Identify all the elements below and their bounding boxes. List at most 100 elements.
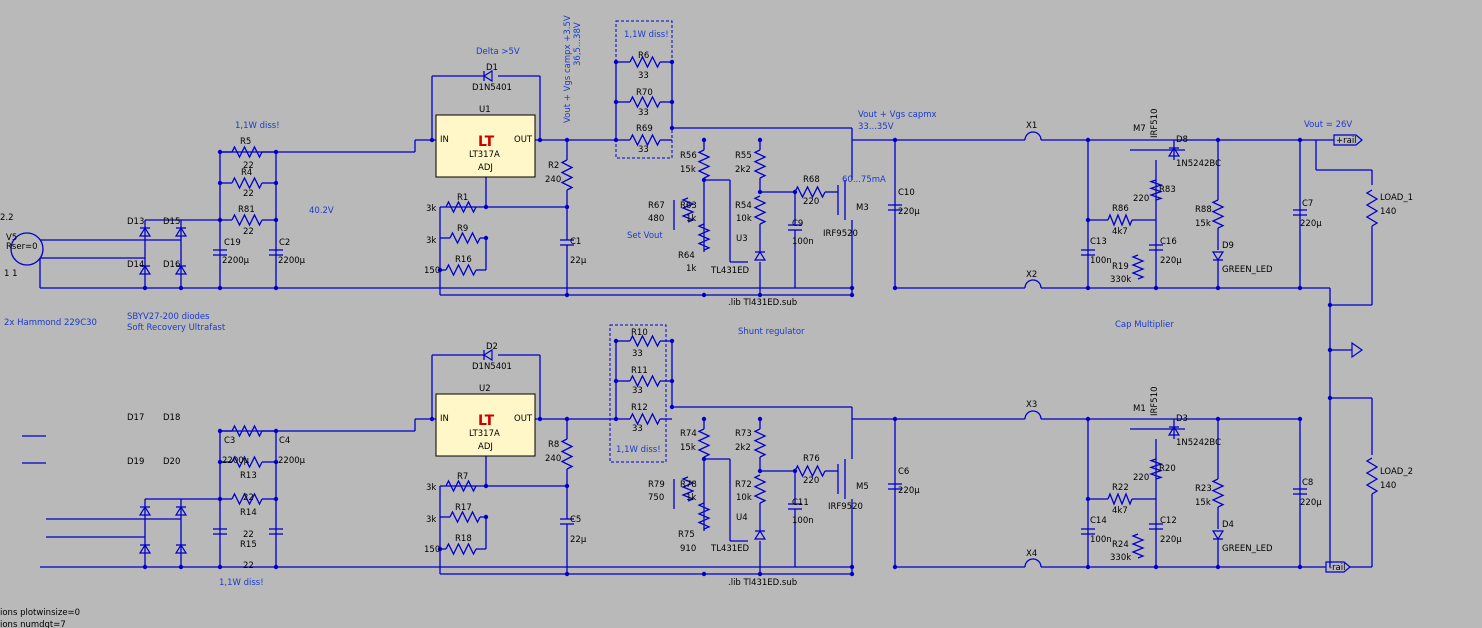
- part-value: 3k: [426, 515, 436, 525]
- part-label: R16: [455, 255, 472, 265]
- junction-dot: [178, 285, 184, 291]
- junction-dot: [1297, 137, 1303, 143]
- part-label: M3: [856, 203, 869, 213]
- part-value: 22: [243, 227, 254, 237]
- part-value: 220µ: [1300, 219, 1322, 229]
- spice-option-1: ions plotwinsize=0: [0, 608, 80, 618]
- resistor-symbol: [681, 197, 695, 223]
- wires: [22, 61, 1373, 575]
- part-label: R81: [238, 205, 255, 215]
- regulator-u1[interactable]: U1 IN OUT LT317A ADJ LT: [435, 105, 536, 178]
- resistor-symbol: [560, 438, 574, 470]
- part-label: R10: [631, 328, 648, 338]
- part-label: D19: [127, 457, 144, 467]
- junction-dot: [564, 137, 570, 143]
- part-value: 100n: [1090, 256, 1112, 266]
- part-value: 10k: [736, 214, 752, 224]
- source-ratio: 1 1: [4, 269, 18, 279]
- part-value: IRF9520: [828, 502, 863, 512]
- part-value: 100n: [1090, 535, 1112, 545]
- part-value: 330k: [1110, 275, 1131, 285]
- part-label: R64: [678, 251, 695, 261]
- resistor-symbol: [1211, 199, 1225, 229]
- junction-dot: [217, 564, 223, 570]
- resistor-symbol: [1107, 492, 1133, 506]
- junction-dot: [757, 468, 763, 474]
- part-value: TL431ED: [710, 266, 750, 276]
- part-label: R86: [1112, 204, 1129, 214]
- note-40v: 40.2V: [309, 206, 334, 216]
- junction-dot: [1215, 564, 1221, 570]
- part-value: 220: [803, 476, 819, 486]
- resistor-symbol: [1131, 533, 1145, 559]
- part-value: 22: [243, 161, 254, 171]
- part-label: C1: [570, 237, 581, 247]
- resistor-symbol: [231, 176, 263, 190]
- part-label: R63: [680, 201, 697, 211]
- part-label: M7: [1133, 124, 1146, 134]
- connector-symbol: [1024, 410, 1042, 420]
- ground-flag-icon: [1351, 341, 1364, 359]
- part-label: R24: [1112, 540, 1129, 550]
- part-label: U3: [736, 234, 748, 244]
- junction-dot: [613, 378, 619, 384]
- junction-dot: [217, 428, 223, 434]
- junction-dot: [217, 149, 223, 155]
- junction-dot: [437, 267, 443, 273]
- part-label: R17: [455, 503, 472, 513]
- resistor-symbol: [560, 159, 574, 191]
- junction-dot: [669, 378, 675, 384]
- diode-symbol: [482, 69, 493, 83]
- source-v5[interactable]: [10, 232, 44, 266]
- prail-label: +rail: [1336, 136, 1357, 146]
- resistor-symbol: [231, 492, 263, 506]
- part-label: C4: [279, 436, 290, 446]
- resistor-symbol: [794, 185, 826, 199]
- resistor-symbol: [1365, 457, 1379, 495]
- u1-adj: ADJ: [478, 163, 493, 173]
- port-nrail[interactable]: -rail: [1325, 561, 1351, 573]
- part-label: M5: [856, 482, 869, 492]
- part-value: 22: [243, 189, 254, 199]
- diode-symbol: [482, 348, 493, 362]
- junction-dot: [273, 428, 279, 434]
- part-value: D1N5401: [472, 362, 512, 372]
- part-label: D1: [486, 63, 498, 73]
- note-vout-vgs2: Vout + Vgs capmx: [858, 110, 937, 120]
- part-label: C9: [792, 219, 803, 229]
- part-value: 750: [648, 493, 664, 503]
- part-label: R23: [1195, 484, 1212, 494]
- port-prail[interactable]: +rail: [1333, 134, 1363, 146]
- regulator-u2[interactable]: U2 IN OUT LT317A ADJ LT: [435, 384, 536, 457]
- junction-dot: [757, 137, 763, 143]
- junction-dot: [792, 189, 798, 195]
- part-value: 2k2: [735, 443, 751, 453]
- part-label: LOAD_1: [1380, 193, 1413, 203]
- resistor-symbol: [629, 412, 661, 426]
- part-value: 240: [545, 454, 561, 464]
- resistor-symbol: [697, 149, 711, 179]
- part-label: D17: [127, 413, 144, 423]
- junction-dot: [178, 564, 184, 570]
- resistor-symbol: [1148, 458, 1164, 480]
- u1-out: OUT: [514, 135, 533, 145]
- diode-symbol: [138, 226, 152, 237]
- part-label: R88: [1195, 205, 1212, 215]
- junction-dot: [1297, 416, 1303, 422]
- connector-symbol: [1024, 558, 1042, 568]
- resistor-symbol: [629, 133, 661, 147]
- note-diss-r5: 1,1W diss!: [235, 121, 280, 131]
- note-diodes-type: Soft Recovery Ultrafast: [127, 323, 226, 333]
- u2-out: OUT: [514, 414, 533, 424]
- part-label: R13: [240, 471, 257, 481]
- part-label: M1: [1133, 404, 1146, 414]
- part-label: D15: [163, 217, 180, 227]
- part-label: R22: [1112, 483, 1129, 493]
- resistor-symbol: [629, 95, 661, 109]
- part-label: R12: [631, 403, 648, 413]
- resistor-symbol: [449, 510, 481, 524]
- part-value: 220µ: [898, 486, 920, 496]
- resistor-symbol: [1131, 254, 1145, 280]
- junction-dot: [701, 456, 707, 462]
- part-value: 1N5242BC: [1176, 159, 1221, 169]
